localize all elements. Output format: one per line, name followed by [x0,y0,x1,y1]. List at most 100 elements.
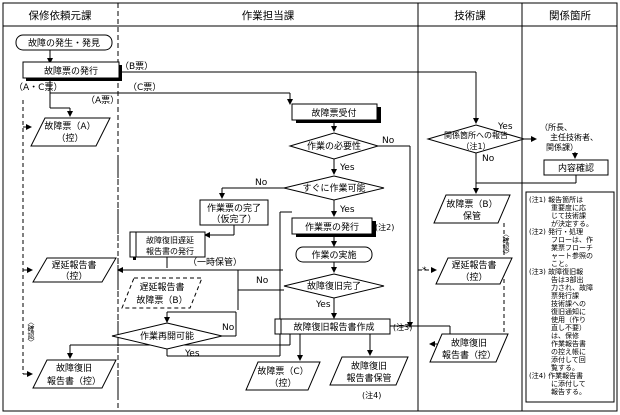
label-yes: Yes [339,163,355,173]
note-line: (注3) 故障復旧報 [529,267,583,276]
note2-ref: (注2) [375,222,394,232]
start-terminal [15,34,113,51]
note-line: 重要度に応 [551,203,586,212]
note-line: 使用（作り [551,315,586,324]
note-line: 覧する。 [551,363,579,372]
restore-delay-line1: 故障復旧遅延 [146,235,194,245]
decision-restore-complete-label: 故障復旧完了 [307,280,361,292]
content-check-label: 内容確認 [558,162,594,174]
label-confirm-right: 〈確認〉 [502,230,510,258]
fault-form-a-parallelogram [30,117,111,147]
note-line: 報告する。 [551,387,586,396]
form-complete-box [199,199,269,226]
label-ac-form: （A・C票） [14,82,62,93]
note-line: 技術課への [551,299,586,308]
form-b-keep-line2: 保管 [463,210,481,222]
note-line: の控え帳に [551,347,586,356]
delay-report-left-line1: 遅延報告書 [51,259,96,271]
restore-report-left-parallelogram [32,359,117,389]
label-no: No [482,154,495,164]
related-parties-line3: 関係課） [546,142,578,152]
delay-form-b-line2: 故障票（B） [136,294,187,306]
delay-form-b-line1: 遅延報告書 [139,281,184,293]
decision-work-resume-label: 作業再開可能 [140,330,194,342]
receive-fault-report-label: 故障票受付 [311,107,356,119]
note-line: 業票フローチ [551,243,593,252]
note-line: (注4) 作業報告書 [529,371,583,380]
label-c-form: （C票） [128,82,161,93]
issue-work-form-label: 作業票の発行 [305,221,359,233]
issue-work-form-box [291,217,373,235]
note4-ref: (注4) [362,390,381,400]
delay-report-left-line2: （控） [60,270,87,282]
note-line: 力され、故障 [551,283,593,292]
label-yes: Yes [497,122,513,132]
label-b-form: （B票） [120,61,153,72]
restore-keep-line2: 報告書保管 [346,372,391,384]
label-no: No [256,276,269,286]
note-line: (注1) 報告箇所は [529,195,583,204]
lane-header-requester: 保修依頼元課 [29,9,92,22]
note-line: が決定する。 [551,219,593,228]
label-no: No [255,178,268,188]
note3-ref: (注3) [393,322,412,332]
label-star: * [422,266,427,276]
note-line: こと。 [551,260,572,268]
decision-work-needed-label: 作業の必要性 [307,140,361,152]
fault-form-a-line2: （控） [56,132,83,144]
issue-fault-report-box [22,61,120,79]
start-terminal-label: 故障の発生・発見 [28,37,100,49]
restore-report-keep-parallelogram [329,356,409,386]
restore-report-right-line1: 故障復旧 [451,337,487,349]
lane-header-technical: 技術課 [454,9,486,22]
label-temp-hold: （一時保管） [188,256,242,268]
related-parties-line1: （所長、 [540,122,572,132]
decision-report-related-line1: 関係箇所への報告 [444,130,508,140]
label-no: No [222,323,235,333]
fault-form-c-parallelogram [245,361,321,391]
form-complete-line2: （仮完了） [211,213,256,225]
note-line: は、保修 [551,331,579,340]
restore-report-create-label: 故障復旧報告書作成 [293,321,374,333]
note-line: ャート参照の [551,251,593,260]
delay-report-right-line1: 遅延報告書 [451,259,496,271]
note-line: 票発行課 [551,291,579,300]
label-yes: Yes [339,205,355,215]
decision-report-related-line2: （注1） [461,141,490,151]
note-line: 復旧通知に [551,307,586,316]
fault-form-c-line1: 故障票（C） [257,365,308,377]
fault-form-a-line1: 故障票（A） [44,120,95,132]
label-confirm-left: 〈確認〉 [27,318,35,346]
notes-box [525,191,615,403]
fault-form-c-line2: （控） [269,377,296,389]
decision-work-immediately-label: すぐに作業可能 [302,182,365,194]
restore-report-right-line2: 報告書（控） [442,349,496,361]
label-yes: Yes [184,349,200,359]
restore-report-left-line2: 報告書（控） [47,375,101,387]
label-yes: Yes [315,300,331,310]
restore-report-right-parallelogram [429,333,509,363]
work-implementation-label: 作業の実施 [311,249,356,261]
related-parties-line2: 主任技術者、 [550,132,598,142]
restore-delay-line2: 報告書の発行 [146,246,194,256]
form-b-keep-line1: 故障票（B） [446,198,497,210]
restore-keep-line1: 故障復旧 [351,360,387,372]
form-complete-line1: 作業票の完了 [207,202,261,214]
note-line: に添付して [551,379,586,388]
note-line: フローは、作 [551,235,593,244]
label-no: No [382,136,395,146]
lane-header-related: 関係箇所 [549,9,591,22]
fault-form-b-keep-parallelogram [433,194,511,224]
lane-header-operations: 作業担当課 [242,9,295,22]
issue-fault-report-label: 故障票の発行 [44,65,98,77]
note-line: 告は3部出 [551,275,583,284]
label-a-form: （A票） [86,95,119,106]
delay-report-right-parallelogram [435,257,513,285]
delay-report-right-line2: （控） [460,271,487,283]
note-line: 直し不要） [551,323,586,332]
note-line: (注2) 発行・処理 [529,227,583,236]
